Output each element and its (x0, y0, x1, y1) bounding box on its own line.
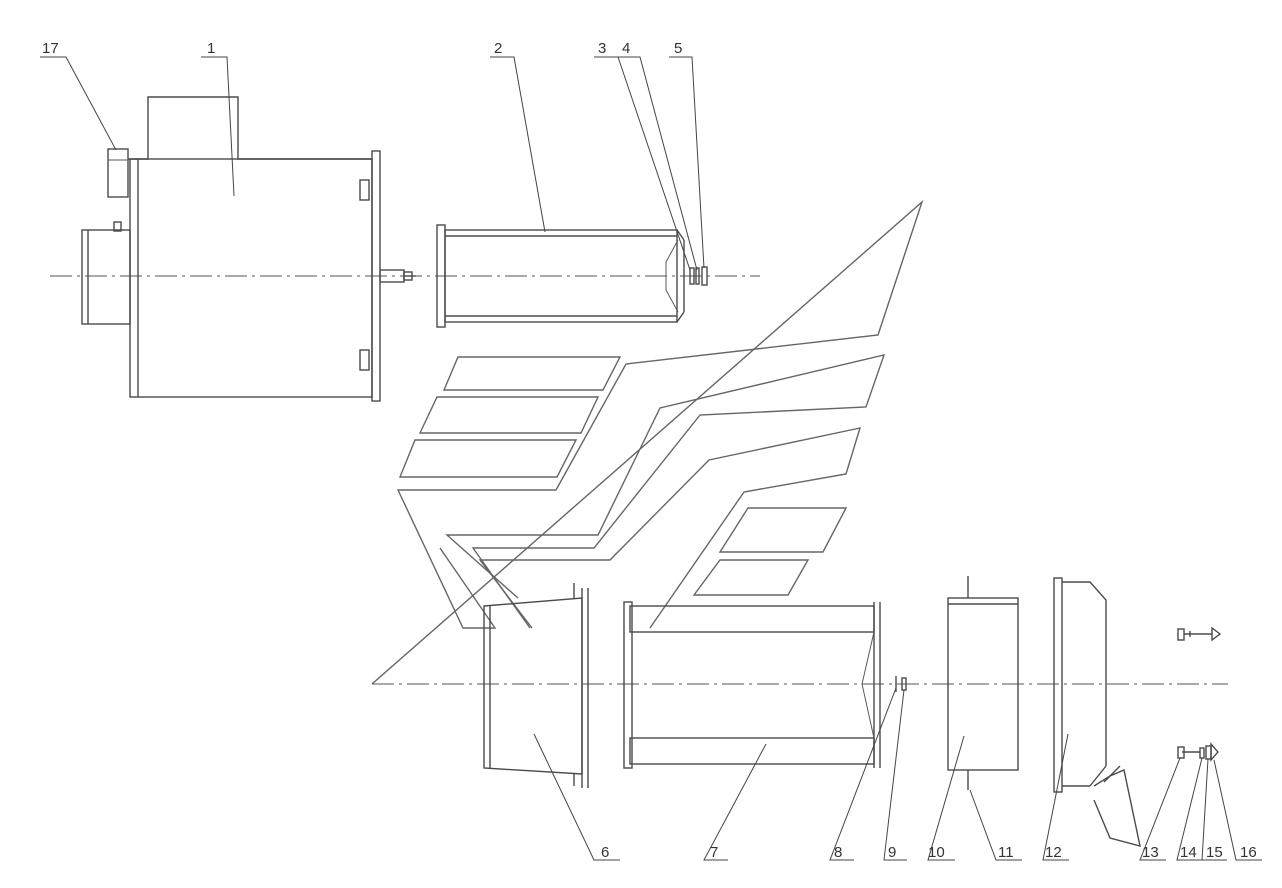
callout-7: 7 (710, 844, 718, 861)
callout-16: 16 (1240, 844, 1257, 861)
part-7-combustion-tube (623, 601, 881, 769)
part-5-nut (701, 266, 708, 286)
part-12-end-cover (1053, 577, 1141, 847)
part-14-washer (1199, 747, 1205, 759)
part-6-flange-cylinder (483, 583, 589, 788)
callout-11: 11 (998, 844, 1014, 861)
callout-13: 13 (1142, 844, 1159, 861)
callout-labels: 17 1 2 3 4 5 6 7 8 9 10 11 12 13 14 15 1… (42, 40, 1257, 861)
part-16-wing-nut (1210, 742, 1219, 762)
wing-bolt-upper (1177, 626, 1222, 642)
callout-6: 6 (601, 844, 609, 861)
callout-15: 15 (1206, 844, 1223, 861)
callout-8: 8 (834, 844, 842, 861)
callout-2: 2 (494, 40, 502, 57)
part-1-burner-housing (81, 96, 416, 402)
callout-12: 12 (1045, 844, 1062, 861)
watermark-logo (371, 199, 924, 685)
part-2-blast-tube (436, 224, 685, 328)
callout-1: 1 (207, 40, 215, 57)
part-10-door-body (947, 576, 1019, 771)
callout-3: 3 (598, 40, 606, 57)
part-4-washer (695, 267, 700, 285)
callout-14: 14 (1180, 844, 1197, 861)
callout-5: 5 (674, 40, 682, 57)
leader-lines (40, 56, 1262, 861)
callout-9: 9 (888, 844, 896, 861)
callout-10: 10 (928, 844, 945, 861)
part-3-washer (689, 267, 695, 285)
callout-4: 4 (622, 40, 630, 57)
part-13-bolt (1177, 746, 1200, 759)
callout-17: 17 (42, 40, 59, 57)
part-15-nut (1205, 745, 1212, 760)
part-17-junction-box (107, 148, 129, 198)
